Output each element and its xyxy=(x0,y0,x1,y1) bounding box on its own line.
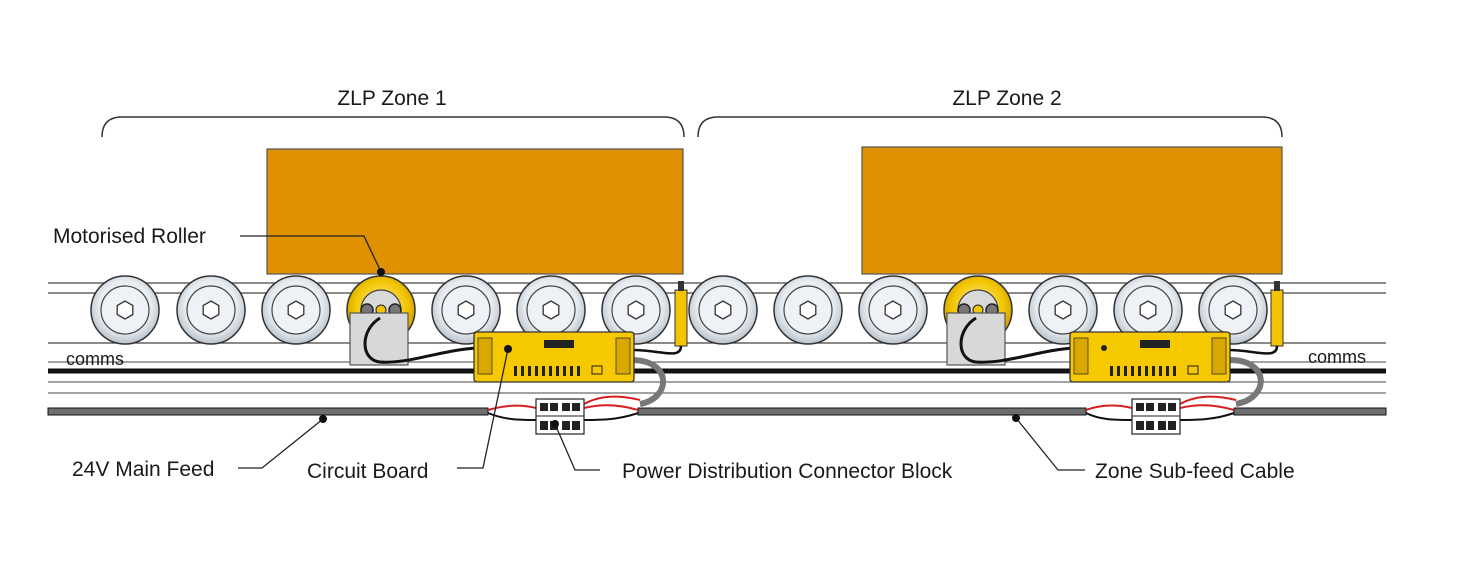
motor-bracket-zone-1 xyxy=(349,312,409,366)
roller xyxy=(431,275,501,345)
splice-wires-zone-2 xyxy=(1085,395,1237,421)
roller xyxy=(1198,275,1268,345)
motor-cable-zone-1 xyxy=(363,316,479,364)
zone-1-label: ZLP Zone 1 xyxy=(337,87,446,110)
roller xyxy=(176,275,246,345)
zone-1-bracket xyxy=(101,116,685,138)
roller xyxy=(1028,275,1098,345)
motor-bracket-zone-2 xyxy=(946,312,1006,366)
main-feed-label: 24V Main Feed xyxy=(72,458,214,481)
callout-leaders xyxy=(238,235,1085,471)
main-feed-cable xyxy=(47,407,1387,416)
roller xyxy=(688,275,758,345)
carton-zone-2 xyxy=(861,146,1283,275)
carton-zone-1 xyxy=(266,148,684,275)
sensor-zone-1 xyxy=(674,281,688,347)
roller xyxy=(516,275,586,345)
zone-2-bracket xyxy=(697,116,1283,138)
sensor-zone-2 xyxy=(1270,281,1284,347)
comms-label-right: comms xyxy=(1308,347,1366,367)
comms-label-left: comms xyxy=(66,349,124,369)
roller xyxy=(601,275,671,345)
sensor-cable-zone-1 xyxy=(631,345,683,355)
circuit-board-label: Circuit Board xyxy=(307,460,428,483)
roller xyxy=(773,275,843,345)
motor-cable-zone-2 xyxy=(959,316,1075,364)
sub-feed-loop-zone-2 xyxy=(1229,357,1264,407)
sub-feed-label: Zone Sub-feed Cable xyxy=(1095,460,1295,483)
roller-group xyxy=(90,275,1268,345)
motorised-roller-label: Motorised Roller xyxy=(53,225,206,248)
circuit-board-zone-2 xyxy=(1069,331,1231,383)
roller xyxy=(1113,275,1183,345)
connector-block-zone-2 xyxy=(1131,398,1181,435)
sub-feed-loop-zone-1 xyxy=(631,357,667,407)
callout-dots xyxy=(319,268,1020,428)
splice-wires-zone-1 xyxy=(487,395,641,421)
roller xyxy=(261,275,331,345)
roller xyxy=(858,275,928,345)
connector-block-label: Power Distribution Connector Block xyxy=(622,460,953,483)
roller xyxy=(90,275,160,345)
circuit-board-zone-1 xyxy=(473,331,635,383)
connector-block-zone-1 xyxy=(535,398,585,435)
zone-2-label: ZLP Zone 2 xyxy=(952,87,1061,110)
sensor-cable-zone-2 xyxy=(1227,345,1279,355)
